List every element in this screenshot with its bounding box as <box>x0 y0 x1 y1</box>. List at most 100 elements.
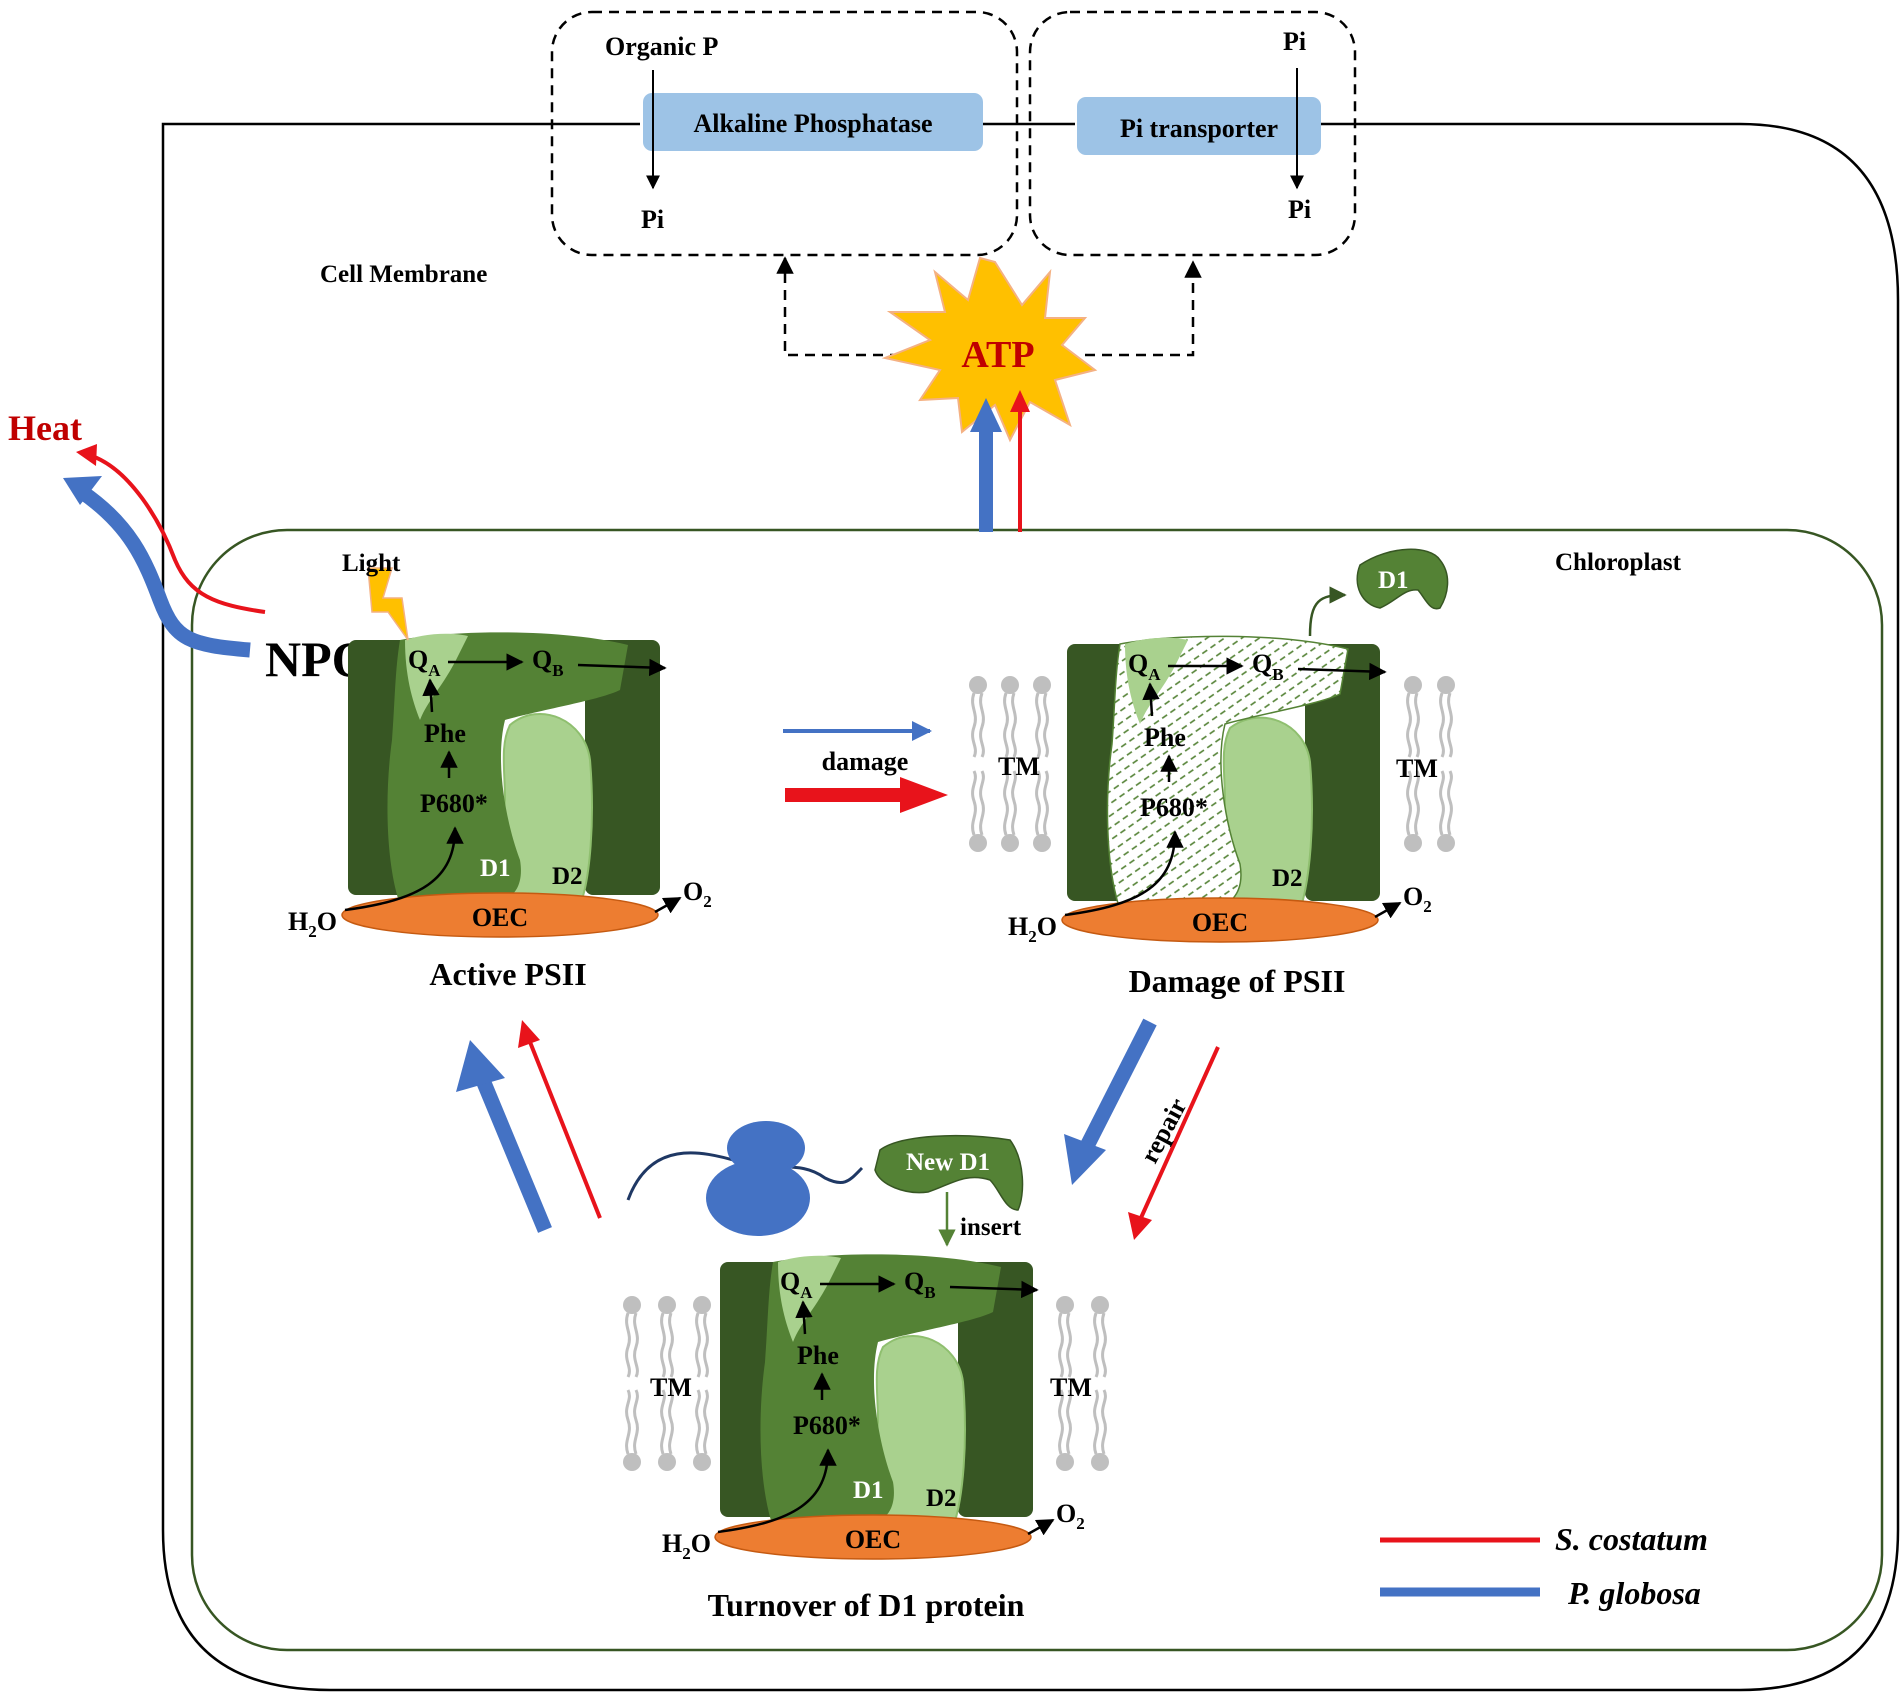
oec-label: OEC <box>472 903 528 932</box>
light-patch <box>778 1255 841 1342</box>
npq-heat-red-arrow <box>91 454 266 614</box>
return-blue-arrow <box>475 1075 552 1233</box>
repair-label: repair <box>1135 1093 1193 1167</box>
phe-qa-arrow <box>1142 682 1160 717</box>
qa-label: QA <box>780 1267 813 1302</box>
active-psii-title: Active PSII <box>429 956 586 992</box>
light-patch <box>405 633 468 720</box>
oec-disc <box>341 892 659 938</box>
pi-inside-label: Pi <box>1288 195 1311 224</box>
qb-out-arrow <box>577 658 667 677</box>
insert-label: insert <box>960 1214 1022 1241</box>
npq-heat-red-arrowhead <box>76 444 97 466</box>
turnover-title: Turnover of D1 protein <box>708 1587 1025 1623</box>
phosphatase-dashed-box <box>550 10 1019 257</box>
d2-label: D2 <box>926 1485 957 1512</box>
damaged-psii-complex: TM TM OEC QA QB Phe P680* D2 H2O O2 D1 <box>967 548 1457 946</box>
o2-arrow <box>1027 1518 1055 1536</box>
qb-label: QB <box>904 1267 936 1302</box>
phe-qa-arrow <box>422 678 440 713</box>
phe-label: Phe <box>424 719 466 748</box>
tm-label-left: TM <box>998 752 1040 781</box>
p680-label: P680* <box>793 1411 861 1440</box>
atp-label: ATP <box>961 334 1034 376</box>
released-d1-label: D1 <box>1378 567 1409 594</box>
cell-membrane-outline <box>161 122 1900 1692</box>
atp-to-phosphatase-dashed <box>776 256 900 357</box>
npq-heat-blue-arrowhead <box>63 476 102 505</box>
atp-red-arrowhead <box>1010 390 1030 412</box>
pi-product-label: Pi <box>641 205 664 234</box>
phe-qa-arrow <box>795 1300 813 1335</box>
phe-label: Phe <box>797 1341 839 1370</box>
heat-label: Heat <box>8 408 82 448</box>
repair-blue-arrowhead <box>1064 1134 1106 1185</box>
o2-label: O2 <box>1056 1499 1085 1533</box>
npq-heat-blue-arrow <box>77 485 251 658</box>
transporter-dashed-box <box>1028 10 1357 257</box>
new-d1-label: New D1 <box>906 1149 990 1176</box>
oec-label: OEC <box>845 1525 901 1554</box>
h2o-label: H2O <box>662 1529 711 1563</box>
light-label: Light <box>342 550 401 577</box>
chloroplast-label: Chloroplast <box>1555 549 1682 576</box>
repair-red-arrow <box>1138 1046 1220 1221</box>
atp-blue-arrowhead <box>970 398 1002 432</box>
tm-label-left: TM <box>650 1373 692 1402</box>
water-split-arrow <box>344 826 464 912</box>
p680-label: P680* <box>1140 793 1208 822</box>
d2-label: D2 <box>1272 865 1303 892</box>
qb-label: QB <box>1252 649 1284 684</box>
chloroplast-outline <box>190 528 1884 1652</box>
alkaline-phosphatase-label: Alkaline Phosphatase <box>693 109 932 138</box>
ribosome-large-subunit <box>706 1160 810 1236</box>
d2-label: D2 <box>552 863 583 890</box>
tm-label-right: TM <box>1396 754 1438 783</box>
d1-label: D1 <box>853 1477 884 1504</box>
qa-label: QA <box>1128 649 1161 684</box>
qb-label: QB <box>532 645 564 680</box>
return-red-arrow <box>528 1041 602 1219</box>
damage-psii-title: Damage of PSII <box>1129 963 1346 999</box>
oec-disc <box>714 1514 1032 1560</box>
damage-red-arrowhead <box>900 777 948 813</box>
active-psii-complex: OEC QA QB Phe P680* D1 D2 H2O O2 <box>288 632 712 941</box>
light-patch <box>1125 637 1188 724</box>
dark-subunit-right <box>958 1262 1033 1517</box>
repair-red-arrowhead <box>1128 1212 1152 1240</box>
pi-transporter-protein <box>1077 97 1321 155</box>
water-split-arrow <box>1064 830 1184 917</box>
atp-to-transporter-dashed <box>1085 260 1202 357</box>
o2-label: O2 <box>1403 882 1432 916</box>
legend-label-s-costatum: S. costatum <box>1555 1521 1708 1557</box>
o2-arrow <box>1374 901 1402 919</box>
light-bolt-icon <box>367 567 409 641</box>
dark-subunit-right <box>1305 644 1380 901</box>
pi-transporter-label: Pi transporter <box>1120 114 1278 143</box>
qb-out-arrow <box>1297 662 1387 681</box>
return-red-arrowhead <box>518 1020 540 1048</box>
oec-label: OEC <box>1192 908 1248 937</box>
cell-membrane-label: Cell Membrane <box>320 261 487 288</box>
qa-label: QA <box>408 645 441 680</box>
new-d1-protein <box>874 1134 1024 1211</box>
pi-outside-label: Pi <box>1283 27 1306 56</box>
return-blue-arrowhead <box>456 1040 505 1092</box>
legend-label-p-globosa: P. globosa <box>1567 1575 1701 1611</box>
o2-arrow <box>654 896 682 914</box>
repair-blue-arrow <box>1078 1018 1157 1154</box>
dark-subunit-right <box>585 640 660 895</box>
damage-label: damage <box>822 747 909 776</box>
legend: S. costatum P. globosa <box>1380 1521 1708 1611</box>
alkaline-phosphatase-enzyme <box>643 93 983 151</box>
phe-label: Phe <box>1144 723 1186 752</box>
h2o-label: H2O <box>288 907 337 941</box>
h2o-label: H2O <box>1008 912 1057 946</box>
water-split-arrow <box>717 1448 837 1534</box>
released-d1-fragment <box>1356 548 1449 610</box>
o2-label: O2 <box>683 877 712 911</box>
tm-label-right: TM <box>1050 1373 1092 1402</box>
organic-p-label: Organic P <box>605 32 718 61</box>
oec-disc <box>1061 897 1379 943</box>
